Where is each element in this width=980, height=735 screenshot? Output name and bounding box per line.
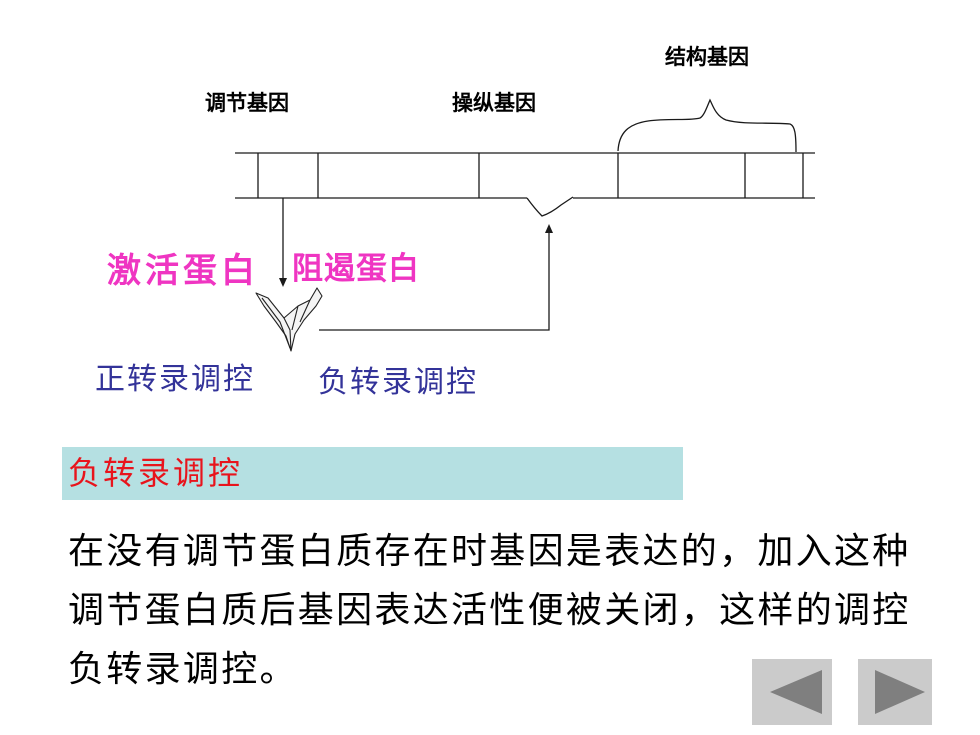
repressor-protein-shape bbox=[255, 287, 323, 352]
operator-binding-notch bbox=[526, 196, 574, 217]
regulatory-gene-arrow-head bbox=[279, 278, 287, 287]
repressor-binding-arrow-shaft bbox=[319, 232, 550, 331]
activator-protein-label: 激活蛋白 bbox=[107, 251, 259, 291]
section-heading: 负转录调控 bbox=[68, 454, 244, 492]
negative-regulation-label: 负转录调控 bbox=[318, 365, 478, 400]
operator-gene-label: 操纵基因 bbox=[452, 91, 536, 115]
body-text-line: 负转录调控。 bbox=[68, 649, 298, 690]
next-slide-button[interactable] bbox=[858, 659, 932, 725]
triangle-right-icon bbox=[875, 670, 925, 714]
repressor-protein-label: 阻遏蛋白 bbox=[292, 251, 420, 287]
structural-gene-label: 结构基因 bbox=[665, 45, 749, 69]
structural-gene-brace bbox=[617, 98, 797, 153]
prev-slide-button[interactable] bbox=[752, 659, 832, 725]
repressor-binding-arrow-head bbox=[545, 224, 553, 233]
repressor-protein-outline bbox=[255, 287, 323, 352]
section-heading-bar: 负转录调控 bbox=[62, 447, 683, 500]
body-text-line: 在没有调节蛋白质存在时基因是表达的，加入这种 bbox=[68, 531, 911, 572]
regulatory-gene-label: 调节基因 bbox=[205, 91, 289, 115]
positive-regulation-label: 正转录调控 bbox=[95, 362, 255, 397]
triangle-left-icon bbox=[770, 670, 822, 714]
repressor-protein-fold bbox=[261, 297, 311, 352]
body-text-line: 调节蛋白质后基因表达活性便被关闭，这样的调控 bbox=[68, 590, 911, 631]
